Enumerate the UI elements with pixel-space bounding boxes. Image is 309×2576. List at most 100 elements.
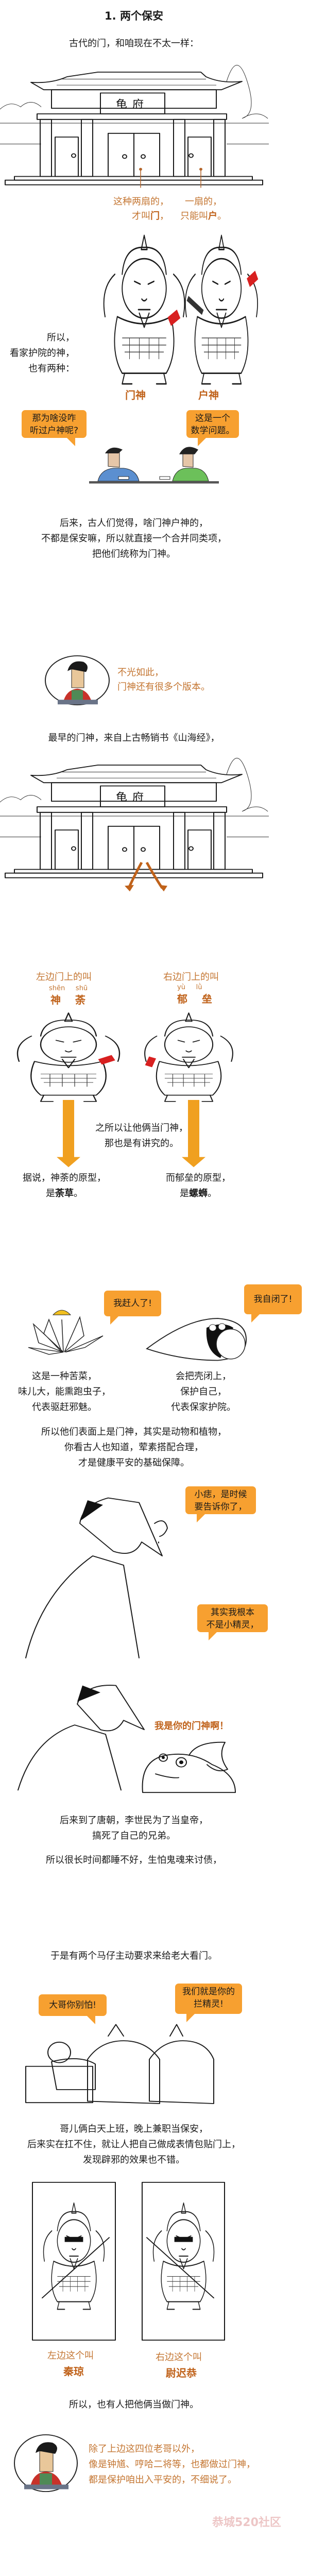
bubble-text: 大哥你别怕! <box>49 2000 96 2010</box>
label-men-pre: 才叫 <box>132 211 150 222</box>
bubble-line2: 听过户神呢? <box>29 426 79 436</box>
speech-bubble-question: 那为啥没咋听过户神呢? <box>22 410 87 446</box>
shenshu-pinyin: shēn shū <box>49 984 88 993</box>
origin-line1: 据说，神荼的原型， <box>23 1173 106 1183</box>
pinyin-shu: shū <box>75 985 88 992</box>
paragraph-merge: 后来，古人们觉得，啥门神户神的， 不都是保安嘛，所以就直接一个合并同类项， 把他… <box>0 516 268 562</box>
origin-bold: 螺蛳 <box>189 1188 208 1199</box>
narrator-line2: 门神还有很多个版本。 <box>117 682 210 692</box>
plaque-text: 龟府 <box>116 98 149 110</box>
plant-line1: 这是一种苦菜， <box>32 1371 97 1382</box>
qinqiong-name: 秦琼 <box>63 2365 84 2378</box>
paragraph-tang: 后来到了唐朝，李世民为了当皇帝， 搞死了自己的兄弟。 <box>0 1813 268 1844</box>
left-door-caption: 左边门上的叫 <box>36 972 92 982</box>
paragraph-sleep-line2: 于是有两个马仔主动要求来给老大看门。 <box>50 1951 217 1961</box>
speech-bubble-not-elf: 其实我根本不是小精灵， <box>197 1604 268 1640</box>
label-men-bold: 门 <box>150 211 160 222</box>
speech-bubble-dont-fear: 大哥你别怕! <box>39 1994 107 2024</box>
yulv-name: 郁 垒 <box>177 991 212 1007</box>
section-title: 1. 两个保安 <box>105 10 163 22</box>
man-with-cap-surprised <box>18 1685 145 1791</box>
left-origin-text: 据说，神荼的原型， 是荼草。 <box>10 1171 118 1201</box>
speech-bubble-snail: 我自闭了! <box>244 1284 302 1323</box>
name-char-1: 郁 <box>177 993 187 1005</box>
origin-post: 。 <box>74 1188 83 1199</box>
intro-text: 古代的门，和咱现在不太一样： <box>69 38 199 49</box>
para-line2: 不都是保安嘛，所以就直接一个合并同类项， <box>41 533 227 544</box>
so-line2: 看家护院的神， <box>10 348 75 359</box>
shanhaijing-intro: 最早的门神，来自上古畅销书《山海经》， <box>48 733 220 743</box>
so-line1: 所以， <box>47 332 75 343</box>
speech-bubble-plant: 我赶人了! <box>104 1291 161 1325</box>
label-hu-line2: 只能叫户。 <box>180 209 227 224</box>
snail-description: 会把壳闭上， 保护自己， 代表保家护院。 <box>160 1369 247 1415</box>
label-hu-pre: 只能叫 <box>180 211 208 222</box>
yulv-pinyin: yù lǜ <box>177 983 202 992</box>
arrow-right-shaft <box>188 1100 199 1158</box>
so-line3: 也有两种： <box>28 363 75 374</box>
label-men: 这种两扇的， 才叫门， <box>113 195 169 224</box>
name-char-2: 荼 <box>75 994 85 1006</box>
right-door-caption: 右边门上的叫 <box>163 972 219 982</box>
bubble-line2: 数学问题。 <box>191 426 235 436</box>
paragraph-emoji: 哥儿俩白天上班，晚上兼职当保安， 后来实在扛不住，就让人把自己做成表情包贴门上，… <box>0 2122 268 2168</box>
bubble-line1: 那为啥没咋 <box>32 413 76 423</box>
para-line2: 你看古人也知道，荤素搭配合理， <box>64 1442 203 1453</box>
origin-post: 。 <box>208 1188 217 1199</box>
label-hu-post: 。 <box>217 211 227 222</box>
reason-text: 之所以让他俩当门神， 那也是有讲究的。 <box>82 1121 201 1151</box>
label-hu-line1: 一扇的， <box>185 196 222 207</box>
bubble-line1: 其实我根本 <box>211 1607 254 1618</box>
label-men-line2: 才叫门， <box>113 209 169 224</box>
yuchigong-poster <box>142 2182 225 2341</box>
qinqiong-poster <box>32 2182 116 2341</box>
para-line2: 后来实在扛不住，就让人把自己做成表情包贴门上， <box>27 2139 241 2150</box>
down-arrows <box>57 1100 205 1167</box>
pinyin-shen: shēn <box>49 985 65 992</box>
reason-line2: 那也是有讲究的。 <box>105 1138 179 1149</box>
origin-bold: 荼草 <box>55 1188 74 1199</box>
narrator-avatar <box>45 655 110 705</box>
arrow-right-head <box>182 1157 205 1167</box>
para-line1: 所以他们表面上是门神，其实是动物和植物， <box>41 1427 227 1437</box>
pinyin-lv: lǜ <box>196 984 202 991</box>
reason-line1: 之所以让他俩当门神， <box>95 1123 188 1133</box>
yuchigong-name: 尉迟恭 <box>166 2367 197 2379</box>
plant-line2: 味儿大，能熏跑虫子， <box>18 1386 111 1397</box>
bubble-line1: 小痣，是时候 <box>194 1489 247 1500</box>
origin-pre: 是 <box>180 1188 189 1199</box>
label-hu-bold: 户 <box>208 211 217 222</box>
two-characters-at-table <box>89 447 219 484</box>
snail-line2: 保护自己， <box>180 1386 227 1397</box>
gate-illustration-2: 龟府 <box>0 742 269 881</box>
door-god-men-figure <box>95 232 193 387</box>
bubble-text: 我自闭了! <box>253 1294 293 1304</box>
watermark-logo: 恭城520社区 <box>212 2516 281 2529</box>
bubble-line1: 我们就是你的 <box>182 1987 235 1997</box>
narrator-avatar-2 <box>14 2434 78 2492</box>
para-line3: 才是健康平安的基础保障。 <box>78 1458 190 1468</box>
para-line1: 哥儿俩白天上班，晚上兼职当保安， <box>60 2124 208 2134</box>
speech-bubble-elf-blockers: 我们就是你的拦精灵! <box>175 1984 242 2022</box>
origin-line1: 而郁垒的原型， <box>166 1173 231 1183</box>
narrator-text-2: 除了上边这四位老哥以外， 像是钟馗、哼哈二将等，也都做过门神， 都是保护咱出入平… <box>89 2442 255 2488</box>
origin-line2: 是荼草。 <box>10 1186 118 1201</box>
para-line3: 发现辟邪的效果也不错。 <box>83 2155 185 2165</box>
curved-arrows <box>125 861 167 892</box>
label-men-line1: 这种两扇的， <box>113 196 169 207</box>
pinyin-yu: yù <box>177 984 185 991</box>
shenshu-figure <box>7 1011 130 1104</box>
name-char-2: 垒 <box>201 993 212 1005</box>
name-char-1: 神 <box>50 994 61 1006</box>
conclusion-text: 所以，也有人把他俩当做门神。 <box>69 2399 199 2410</box>
narrator-line2: 像是钟馗、哼哈二将等，也都做过门神， <box>89 2459 255 2470</box>
yuchigong-caption: 右边这个叫 <box>156 2352 202 2363</box>
para-line2: 搞死了自己的兄弟。 <box>92 1831 176 1841</box>
speech-bubble-reveal: 小痣，是时候要告诉你了， <box>185 1486 256 1522</box>
bubble-text: 我赶人了! <box>113 1298 152 1309</box>
label-hu: 一扇的， 只能叫户。 <box>180 195 227 224</box>
para-line1: 后来到了唐朝，李世民为了当皇帝， <box>60 1815 208 1826</box>
paragraph-diet: 所以他们表面上是门神，其实是动物和植物， 你看古人也知道，荤素搭配合理， 才是健… <box>0 1425 268 1471</box>
speech-bubble-answer: 这是一个数学问题。 <box>186 410 239 446</box>
label-men-post: ， <box>160 211 169 222</box>
